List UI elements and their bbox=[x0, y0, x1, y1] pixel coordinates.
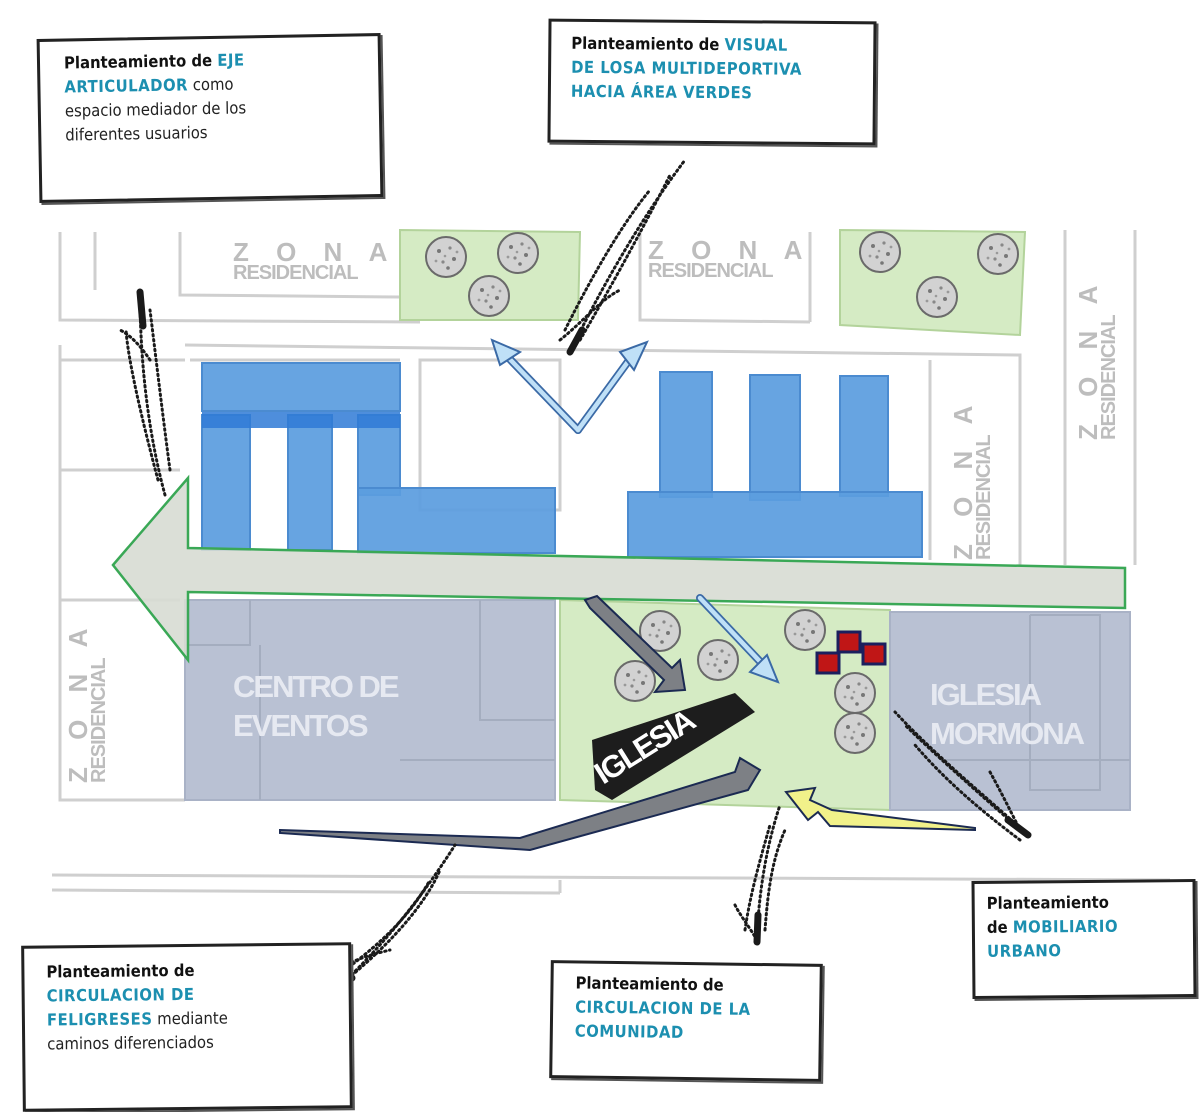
callout-text: Planteamiento de bbox=[571, 33, 725, 55]
callout-circulacion-feligreses: Planteamiento de CIRCULACION DE FELIGRES… bbox=[21, 942, 353, 1112]
callout-highlight: CIRCULACION DE LA bbox=[575, 997, 751, 1019]
urban-furniture-icons bbox=[815, 630, 887, 675]
zona-line: Z O N A bbox=[233, 237, 398, 267]
zona-line: Z O N A bbox=[648, 235, 813, 265]
zona-residencial-label-1: Z O N A RESIDENCIAL bbox=[233, 237, 397, 285]
callout-text: diferentes usuarios bbox=[65, 122, 208, 145]
mormona-line-1: IGLESIA bbox=[930, 677, 1042, 712]
callout-text: Planteamiento de bbox=[575, 973, 724, 995]
callout-visual-losa: Planteamiento de VISUAL DE LOSA MULTIDEP… bbox=[547, 18, 877, 146]
callout-text: Planteamiento de bbox=[46, 960, 195, 982]
callout-text: Planteamiento de bbox=[63, 50, 218, 73]
centro-line-2: EVENTOS bbox=[233, 707, 369, 743]
building-a-wing-3 bbox=[357, 414, 401, 496]
callout-mobiliario-urbano: Planteamiento de MOBILIARIO URBANO bbox=[971, 879, 1197, 999]
building-d bbox=[627, 491, 923, 558]
callout-highlight: COMUNIDAD bbox=[574, 1021, 684, 1042]
callout-eje-articulador: Planteamiento de EJE ARTICULADOR como es… bbox=[36, 33, 384, 203]
callout-text: como bbox=[187, 74, 234, 95]
callout-highlight: URBANO bbox=[987, 941, 1062, 961]
centro-de-eventos-label: CENTRO DE EVENTOS bbox=[233, 668, 400, 746]
zona-residencial-label-3: Z O N A RESIDENCIAL bbox=[1073, 276, 1121, 440]
centro-line-1: CENTRO DE bbox=[233, 669, 400, 704]
residencial-line: RESIDENCIAL bbox=[233, 262, 359, 284]
mormona-line-2: MORMONA bbox=[930, 715, 1085, 751]
zona-residencial-label-4: Z O N A RESIDENCIAL bbox=[948, 396, 996, 560]
callout-highlight: CIRCULACION DE bbox=[46, 984, 195, 1006]
building-c-1 bbox=[659, 371, 713, 498]
callout-text: de bbox=[986, 917, 1013, 937]
iglesia-mormona-block bbox=[889, 611, 1131, 811]
callout-highlight: EJE bbox=[217, 50, 245, 70]
callout-highlight: FELIGRESES bbox=[46, 1009, 153, 1030]
callout-highlight: HACIA ÁREA VERDES bbox=[570, 81, 753, 103]
street-outlines bbox=[51, 230, 1171, 895]
callout-highlight: MOBILIARIO bbox=[1012, 916, 1119, 937]
building-a-wing-1 bbox=[201, 414, 251, 551]
iglesia-access-arrow bbox=[583, 594, 687, 694]
callout-text: caminos diferenciados bbox=[47, 1032, 214, 1054]
gray-blocks bbox=[184, 599, 1131, 811]
zona-residencial-label-2: Z O N A RESIDENCIAL bbox=[648, 235, 812, 283]
visual-arrow-heads bbox=[490, 338, 780, 684]
circulacion-feligreses-arrow bbox=[279, 756, 762, 852]
centro-de-eventos-block bbox=[184, 599, 556, 801]
building-c-2 bbox=[749, 374, 801, 501]
building-b bbox=[357, 487, 556, 554]
circulacion-comunidad-arrow bbox=[784, 786, 976, 832]
residencial-line: RESIDENCIAL bbox=[648, 260, 774, 282]
building-a-band bbox=[202, 412, 400, 428]
iglesia-mormona-label: IGLESIA MORMONA bbox=[930, 676, 1085, 754]
callout-text: mediante bbox=[152, 1008, 228, 1029]
blue-buildings bbox=[201, 362, 923, 558]
eje-articulador-arrow bbox=[111, 474, 1127, 664]
callout-highlight: VISUAL bbox=[724, 35, 788, 55]
building-c-3 bbox=[839, 375, 889, 497]
callout-circulacion-comunidad: Planteamiento de CIRCULACION DE LA COMUN… bbox=[549, 960, 823, 1082]
zona-residencial-label-5: Z O N A RESIDENCIAL bbox=[63, 619, 111, 783]
callout-highlight: ARTICULADOR bbox=[64, 75, 189, 97]
iglesia-banner bbox=[592, 693, 755, 800]
visual-arrows-fill bbox=[500, 349, 771, 673]
callout-highlight: DE LOSA MULTIDEPORTIVA bbox=[571, 57, 803, 79]
building-a-top bbox=[201, 362, 401, 412]
callout-text: Planteamiento bbox=[986, 892, 1109, 913]
building-a-wing-2 bbox=[287, 414, 333, 551]
